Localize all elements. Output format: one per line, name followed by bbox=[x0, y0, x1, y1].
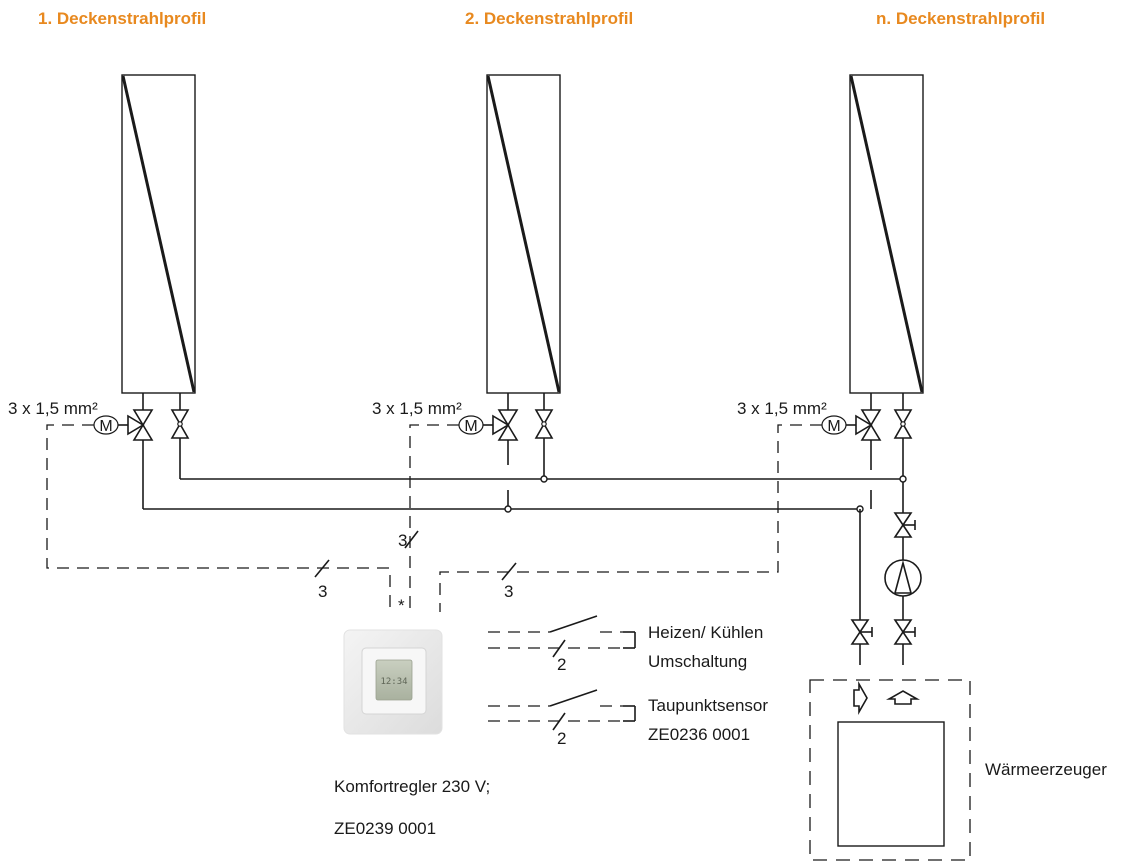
svg-text:M: M bbox=[99, 418, 112, 435]
two-way-valve-icon bbox=[893, 409, 913, 439]
three-way-valve-icon bbox=[492, 409, 519, 441]
svg-text:M: M bbox=[827, 418, 840, 435]
ceiling-panel-n bbox=[849, 74, 924, 394]
three-way-valve-icon bbox=[127, 409, 154, 441]
controller-display: 12:34 bbox=[380, 677, 407, 687]
wire-count-left: 3 bbox=[318, 582, 327, 601]
switch-dewpoint bbox=[488, 689, 636, 731]
heat-generator: Wärmeerzeuger bbox=[809, 679, 1107, 861]
generator-label: Wärmeerzeuger bbox=[985, 760, 1107, 779]
supply-valve-top bbox=[893, 512, 916, 560]
panel-1-title: 1. Deckenstrahlprofil bbox=[38, 9, 206, 28]
switch-icon bbox=[549, 689, 598, 707]
panel-2-piping: M 3 x 1,5 mm² bbox=[372, 393, 554, 509]
return-valve-bottom bbox=[850, 619, 873, 665]
motor-valve-icon: M bbox=[821, 415, 847, 435]
control-wiring bbox=[46, 424, 822, 612]
switch2-label-line1: Taupunktsensor bbox=[648, 696, 768, 715]
asterisk-note: * bbox=[398, 596, 405, 615]
wire-count-switch2: 2 bbox=[557, 729, 566, 748]
wire-count-switch1: 2 bbox=[557, 655, 566, 674]
ceiling-panel-2 bbox=[486, 74, 561, 394]
panel-1-piping: M 3 x 1,5 mm² bbox=[8, 393, 190, 509]
pump-icon bbox=[884, 559, 922, 620]
two-way-valve-icon bbox=[534, 409, 554, 439]
panel-n-title: n. Deckenstrahlprofil bbox=[876, 9, 1045, 28]
motor-valve-icon: M bbox=[458, 415, 484, 435]
panel-2-cable-label: 3 x 1,5 mm² bbox=[372, 399, 462, 418]
switch1-label-line2: Umschaltung bbox=[648, 652, 747, 671]
switch2-label-line2: ZE0236 0001 bbox=[648, 725, 750, 744]
panel-n-piping: M 3 x 1,5 mm² bbox=[737, 393, 913, 509]
switch-icon bbox=[549, 615, 598, 633]
flow-arrow-icon bbox=[853, 680, 921, 716]
switch-heat-cool bbox=[488, 615, 636, 658]
wire-count-right: 3 bbox=[504, 582, 513, 601]
wire-count-center: 3 bbox=[398, 531, 407, 550]
panel-2-title: 2. Deckenstrahlprofil bbox=[465, 9, 633, 28]
controller-label-line2: ZE0239 0001 bbox=[334, 819, 436, 838]
panel-1-cable-label: 3 x 1,5 mm² bbox=[8, 399, 98, 418]
motor-valve-icon: M bbox=[93, 415, 119, 435]
panel-n-cable-label: 3 x 1,5 mm² bbox=[737, 399, 827, 418]
two-way-valve-icon bbox=[170, 409, 190, 439]
controller-device: 12:34 bbox=[343, 629, 443, 735]
main-pipes bbox=[143, 475, 907, 620]
controller-label-line1: Komfortregler 230 V; bbox=[334, 777, 490, 796]
ceiling-panel-1 bbox=[121, 74, 196, 394]
switch1-label-line1: Heizen/ Kühlen bbox=[648, 623, 763, 642]
supply-valve-bottom bbox=[893, 619, 916, 665]
svg-text:M: M bbox=[464, 418, 477, 435]
three-way-valve-icon bbox=[855, 409, 882, 441]
